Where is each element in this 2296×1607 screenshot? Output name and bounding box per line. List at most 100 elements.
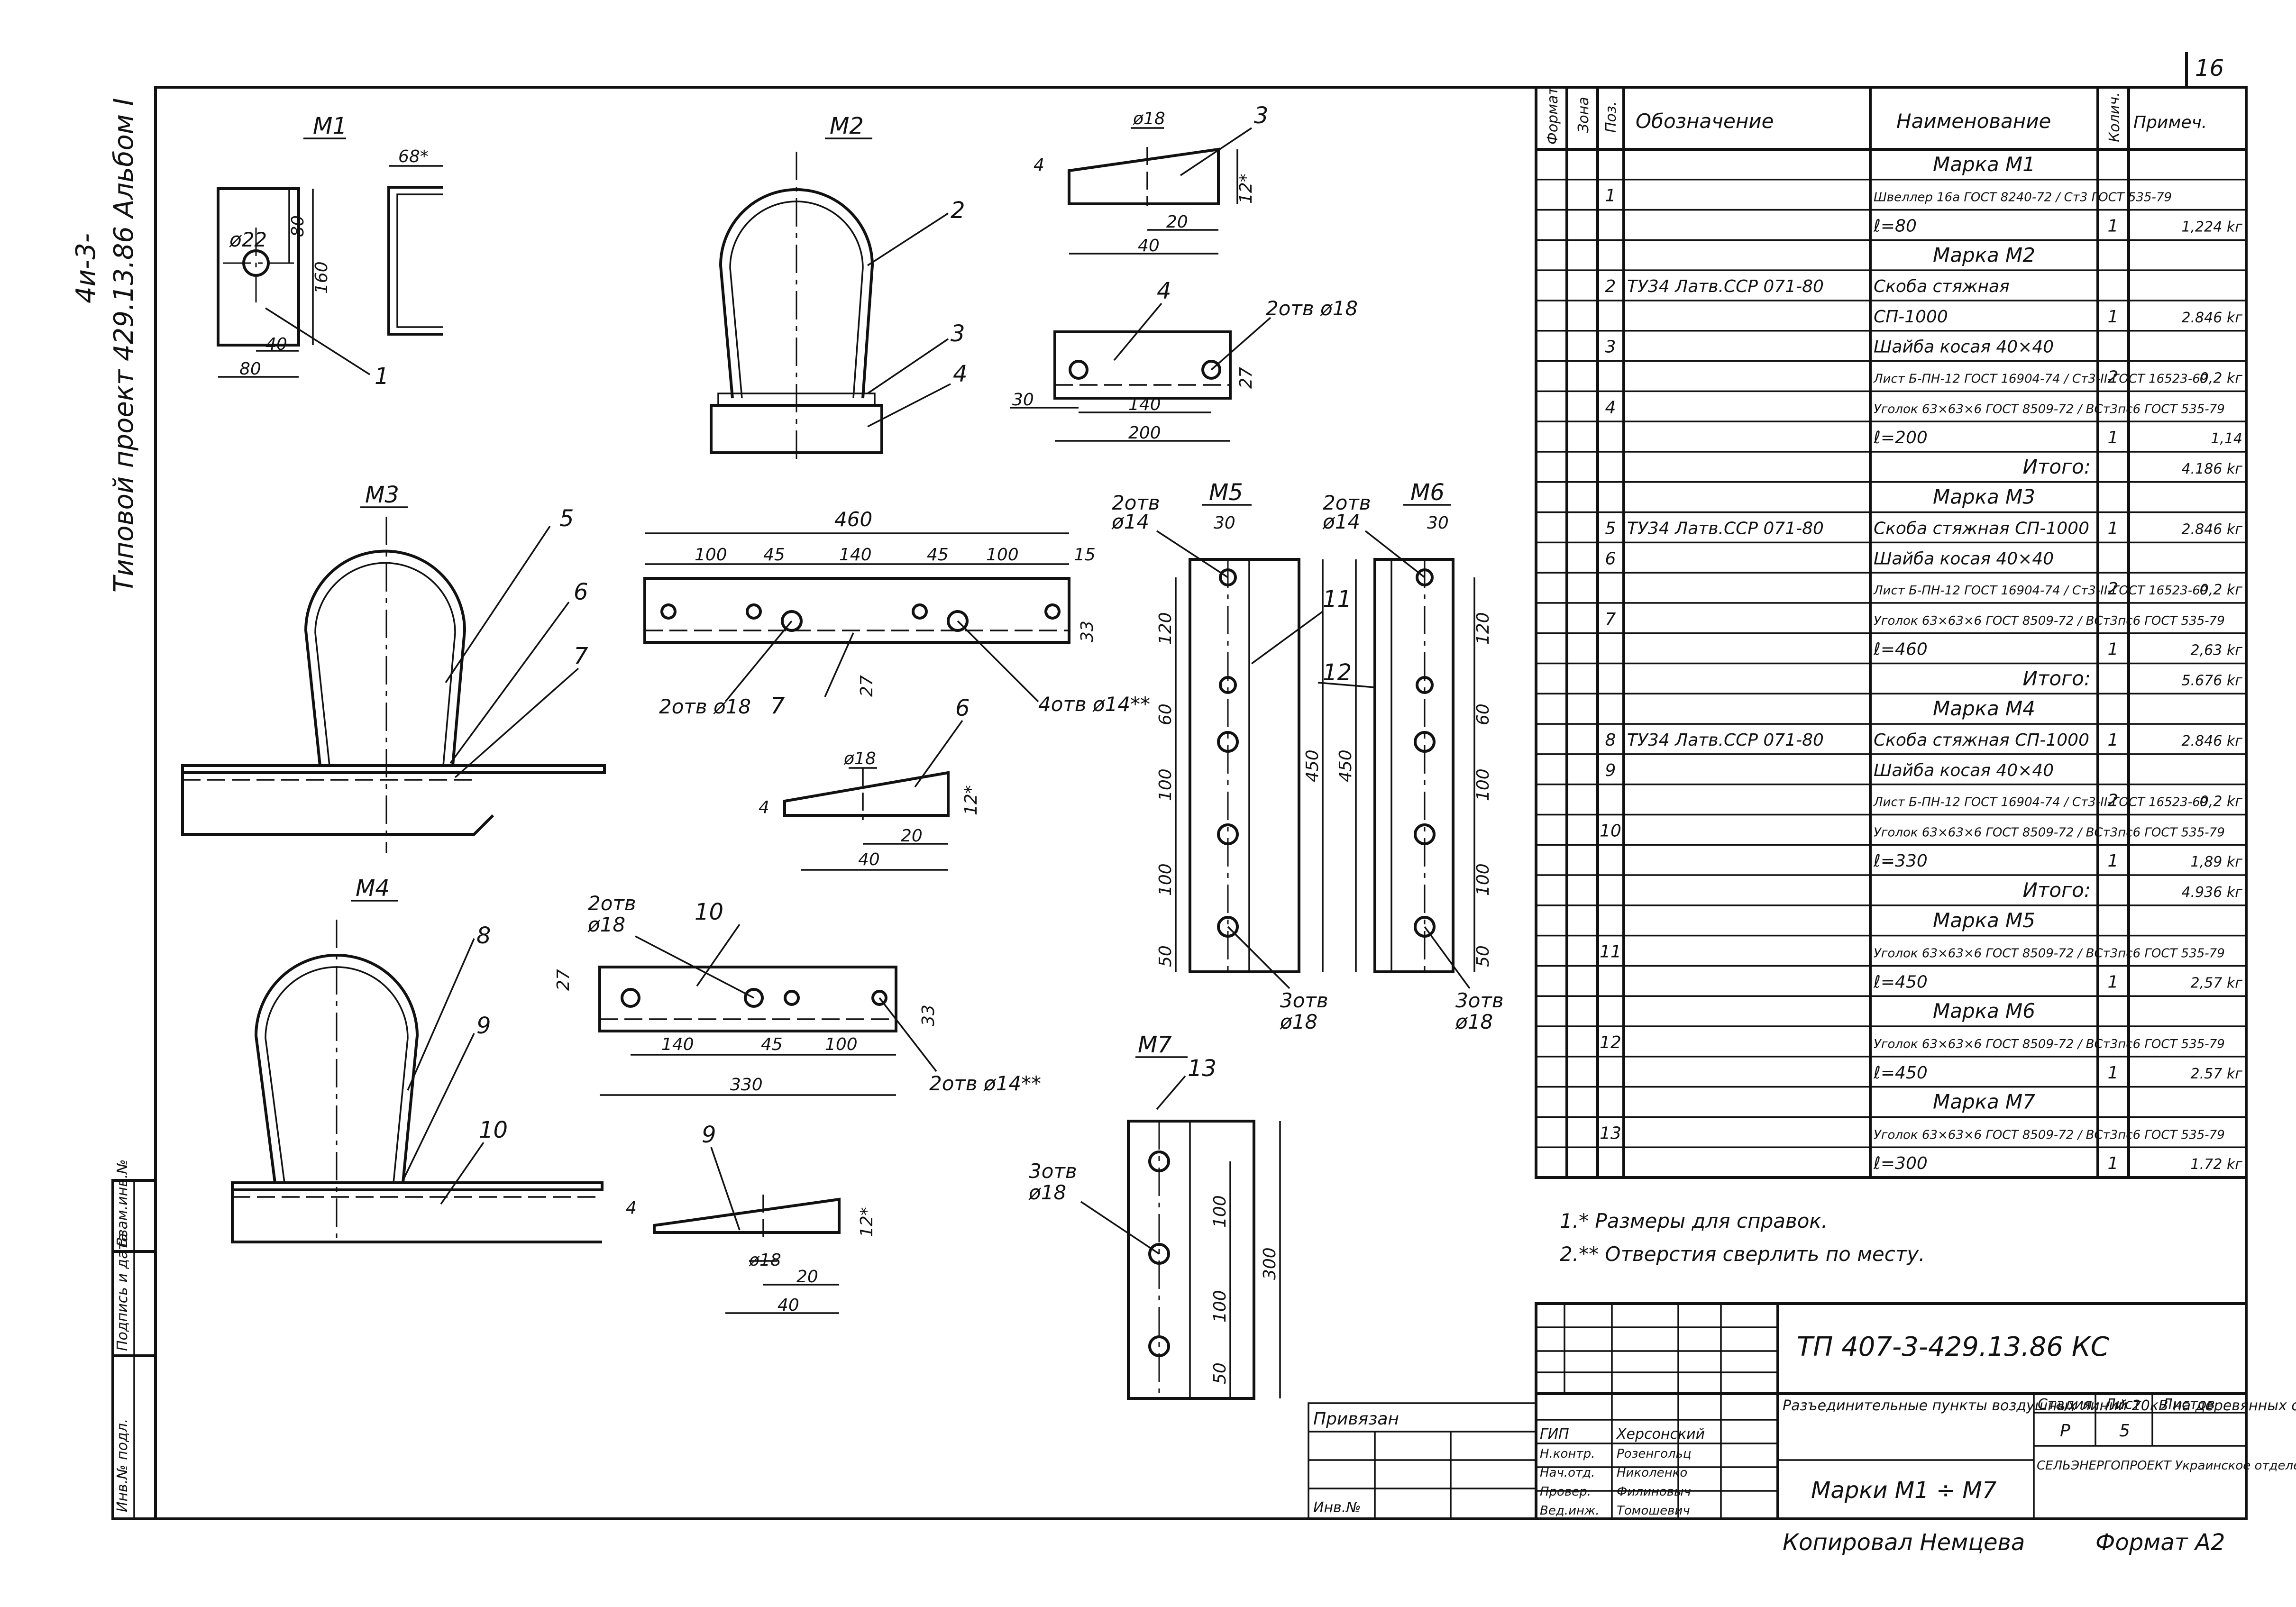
spec-name: Уголок 63×63×6 ГОСТ 8509-72 / ВСт3пс6 ГО… [1874,402,2225,416]
view-bar-10: 2отв ø18 10 140 45 100 330 27 33 2отв ø1… [554,892,1041,1096]
spec-note: 2.846 kг [2181,310,2242,326]
svg-text:27: 27 [554,969,573,991]
svg-text:160: 160 [312,261,331,294]
spec-name: Шайба косая 40×40 [1874,338,2054,357]
svg-text:45: 45 [927,545,949,565]
svg-text:100: 100 [1473,863,1493,896]
spec-code: ТУ34 Латв.ССР 071-80 [1627,730,1824,750]
spec-note: 0,2 kг [2200,794,2243,810]
svg-text:Зона: Зона [1575,97,1592,133]
svg-text:200: 200 [1128,423,1161,443]
spec-qty: 1 [2108,640,2119,659]
view-washer-top: ø18 4 20 40 12* 3 [1034,102,1269,256]
view-m7: М7 13 3отв ø18 100 100 50 300 [1028,1032,1281,1400]
spec-name: ℓ=330 [1873,851,1928,871]
spec-name: ℓ=460 [1873,640,1928,659]
svg-text:1: 1 [375,363,389,390]
label-m6: М6 [1410,479,1445,506]
svg-text:100: 100 [986,545,1019,565]
spec-note: 2,63 kг [2191,642,2243,659]
svg-text:60: 60 [1473,703,1493,725]
spec-name: Шайба косая 40×40 [1874,549,2054,568]
spec-name: Уголок 63×63×6 ГОСТ 8509-72 / ВСт3пс6 ГО… [1874,825,2225,840]
svg-text:3отв: 3отв [1029,1160,1077,1183]
view-m2: М2 2 3 4 [710,113,968,465]
spec-name: Скоба стяжная СП-1000 [1874,730,2089,750]
spec-name: Лист Б-ПН-12 ГОСТ 16904-74 / Ст3-II-ГОСТ… [1873,584,2208,598]
spec-name: ℓ=80 [1873,217,1917,236]
svg-text:100: 100 [825,1035,858,1054]
svg-text:100: 100 [1156,768,1175,801]
svg-text:Розенгольц: Розенгольц [1617,1447,1692,1461]
spec-pos: 5 [1605,519,1616,538]
svg-text:15: 15 [1074,545,1096,565]
spec-code: ТУ34 Латв.ССР 071-80 [1627,277,1824,296]
spec-name: СП-1000 [1874,307,1948,327]
svg-text:100: 100 [1210,1195,1230,1228]
svg-text:3: 3 [1254,102,1269,129]
spec-name: ℓ=450 [1873,1063,1928,1083]
svg-text:4: 4 [759,798,769,817]
specification-table: Формат Зона Поз. Обозначение Наименовани… [1535,86,2248,1179]
svg-text:30: 30 [1012,390,1034,410]
svg-text:45: 45 [761,1035,783,1054]
doc-code: ТП 407-3-429.13.86 КС [1797,1332,2109,1362]
spec-name: Уголок 63×63×6 ГОСТ 8509-72 / ВСт3пс6 ГО… [1874,1128,2225,1142]
svg-text:3отв: 3отв [1455,989,1504,1012]
spec-qty: 1 [2108,1063,2119,1083]
spec-qty: 2 [2108,791,2119,811]
spec-heading: Марка М7 [1933,1090,2035,1114]
svg-text:27: 27 [1236,367,1256,389]
title-block: ТП 407-3-429.13.86 КС Разъединительные п… [1308,1302,2296,1520]
sheet-number: 16 [2195,55,2224,82]
spec-qty: 1 [2108,307,2119,327]
svg-text:4отв ø14**: 4отв ø14** [1038,693,1150,716]
svg-text:Провер.: Провер. [1540,1485,1591,1499]
svg-text:330: 330 [730,1075,763,1095]
svg-text:140: 140 [1128,395,1161,414]
svg-text:10: 10 [695,899,723,925]
svg-text:5: 5 [559,505,574,532]
svg-text:2отв ø18: 2отв ø18 [1266,297,1358,320]
svg-text:Н.контр.: Н.контр. [1540,1447,1595,1461]
svg-text:Вед.инж.: Вед.инж. [1540,1504,1600,1518]
spec-note: 4.936 kг [2181,884,2242,901]
svg-text:7: 7 [770,693,785,719]
label-m7: М7 [1138,1032,1172,1058]
svg-text:Листов: Листов [2161,1396,2215,1413]
view-bar-7: 460 100 45 140 45 100 15 33 27 2отв ø18 … [643,508,1150,719]
spec-note: 2.846 kг [2181,733,2242,749]
svg-text:100: 100 [1473,768,1493,801]
svg-text:8: 8 [476,922,491,949]
svg-text:50: 50 [1210,1362,1230,1384]
view-m5: М5 2отв ø14 30 120 60 100 100 50 450 11 … [1111,479,1352,1033]
svg-text:2: 2 [951,197,965,224]
svg-text:2отв: 2отв [1323,491,1371,514]
org-name: СЕЛЬЭНЕРГОПРОЕКТ Украинское отделение Од… [2037,1459,2296,1473]
svg-text:Наименование: Наименование [1896,110,2051,133]
spec-heading: Марка М1 [1933,153,2035,176]
svg-text:33: 33 [919,1004,938,1026]
spec-name: Уголок 63×63×6 ГОСТ 8509-72 / ВСт3пс6 ГО… [1874,947,2225,961]
spec-code: ТУ34 Латв.ССР 071-80 [1627,519,1824,538]
svg-text:Николенко: Николенко [1617,1466,1687,1480]
svg-text:100: 100 [1210,1290,1230,1323]
svg-text:7: 7 [574,643,588,669]
spec-name: ℓ=200 [1873,428,1928,447]
sheet-title: Марки М1 ÷ М7 [1811,1477,1997,1504]
svg-text:50: 50 [1473,945,1493,967]
svg-text:140: 140 [839,545,872,565]
label-m1: М1 [313,113,347,139]
svg-text:ø18: ø18 [843,749,876,768]
svg-text:20: 20 [1166,212,1188,232]
spec-total: Итого: [2023,878,2091,902]
svg-text:ø18: ø18 [1455,1010,1493,1033]
project-title: Разъединительные пункты воздушных линий … [1783,1397,2296,1414]
spec-pos: 3 [1605,338,1616,357]
svg-text:40: 40 [1138,236,1160,256]
svg-text:2отв ø18: 2отв ø18 [659,695,751,718]
svg-text:3: 3 [951,320,965,347]
spec-heading: Марка М5 [1933,909,2035,932]
spec-note: 0,2 kг [2200,582,2243,598]
svg-text:ГИП: ГИП [1540,1426,1569,1443]
